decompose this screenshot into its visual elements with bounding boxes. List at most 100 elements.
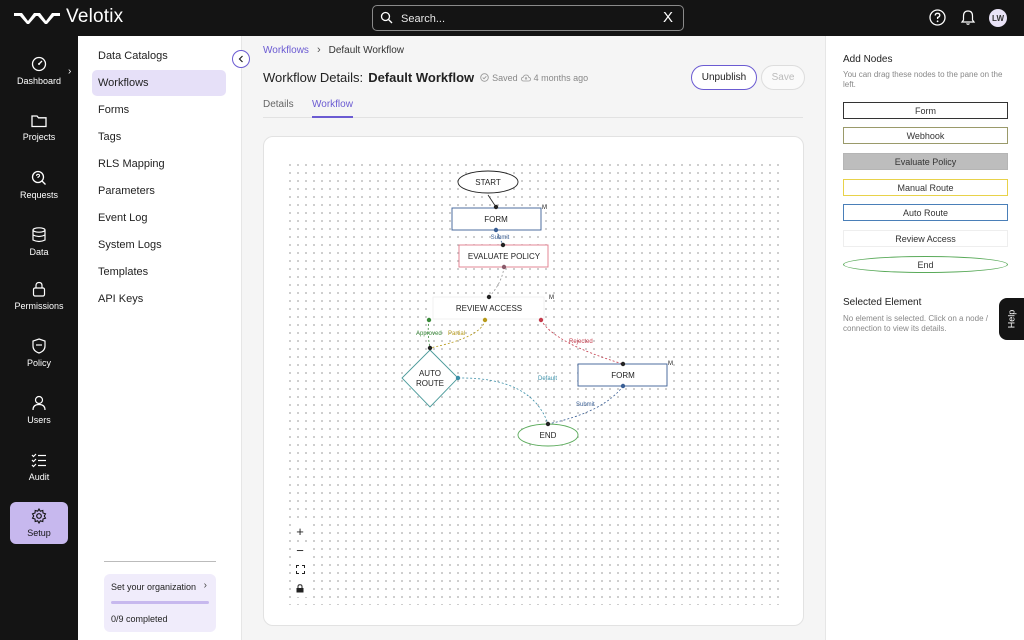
save-button[interactable]: Save <box>761 65 805 90</box>
lock-icon <box>296 584 304 593</box>
add-nodes-hint: You can drag these nodes to the pane on … <box>843 70 1003 89</box>
palette-node-auto-route[interactable]: Auto Route <box>843 204 1008 221</box>
logo[interactable]: Velotix <box>14 6 123 28</box>
lock-view-button[interactable] <box>291 580 309 597</box>
node-auto-route[interactable]: AUTO ROUTE <box>401 349 459 408</box>
search-box[interactable]: X <box>372 5 684 31</box>
subnav-item-tags[interactable]: Tags <box>98 131 122 143</box>
palette-node-manual-route[interactable]: Manual Route <box>843 179 1008 196</box>
rail-label: Requests <box>19 190 59 200</box>
handle[interactable] <box>501 264 507 270</box>
gauge-icon <box>31 56 47 72</box>
breadcrumb-workflows-link[interactable]: Workflows <box>263 44 309 56</box>
rail-item-projects[interactable]: Projects <box>10 107 68 149</box>
node-form-1[interactable]: FORM M <box>451 205 547 231</box>
rail-item-audit[interactable]: Audit <box>10 446 68 488</box>
edge-label-default: Default <box>538 376 557 382</box>
edge-label-approved: Approved <box>416 331 442 337</box>
fit-view-button[interactable] <box>291 561 309 578</box>
chevron-right-icon[interactable]: › <box>68 66 72 77</box>
subnav-item-data-catalogs[interactable]: Data Catalogs <box>98 50 168 62</box>
edge-form-end[interactable] <box>547 385 624 425</box>
rail-item-policy[interactable]: Policy <box>10 332 68 374</box>
palette-node-evaluate-policy[interactable]: Evaluate Policy <box>843 153 1008 170</box>
set-organization-card[interactable]: Set your organization › 0/9 completed <box>104 574 216 632</box>
handle[interactable] <box>620 383 626 389</box>
palette-node-webhook[interactable]: Webhook <box>843 127 1008 144</box>
workflow-canvas[interactable]: START FORM M EVALUATE POLICY REVIEW ACCE… <box>263 136 804 626</box>
subnav-item-templates[interactable]: Templates <box>98 266 149 278</box>
node-review-access[interactable]: REVIEW ACCESS M <box>432 295 554 320</box>
subnav-item-api-keys[interactable]: API Keys <box>98 293 144 305</box>
handle[interactable] <box>455 375 461 381</box>
rail-label: Data <box>29 247 49 257</box>
handle[interactable] <box>493 227 499 233</box>
subnav-item-event-log[interactable]: Event Log <box>98 212 148 224</box>
handle[interactable] <box>427 345 433 351</box>
divider <box>104 561 216 562</box>
breadcrumb: Workflows › Default Workflow <box>263 44 404 56</box>
database-icon <box>32 227 46 243</box>
unpublish-button[interactable]: Unpublish <box>691 65 757 90</box>
edge-label-rejected: Rejected <box>569 339 593 345</box>
chevron-left-icon <box>238 55 243 63</box>
node-marker: M <box>668 361 673 367</box>
handle[interactable] <box>493 204 499 210</box>
rail-item-users[interactable]: Users <box>10 389 68 431</box>
user-avatar[interactable]: LW <box>989 9 1007 27</box>
subnav-item-forms[interactable]: Forms <box>98 104 130 116</box>
shield-icon <box>32 338 46 354</box>
tab-details[interactable]: Details <box>263 99 294 110</box>
node-evaluate-policy[interactable]: EVALUATE POLICY <box>458 244 549 268</box>
tab-workflow[interactable]: Workflow <box>312 99 353 118</box>
node-end[interactable]: END <box>517 423 579 447</box>
edge-form-evaluate[interactable] <box>495 229 504 246</box>
workflow-diagram[interactable]: START FORM M EVALUATE POLICY REVIEW ACCE… <box>264 137 804 626</box>
palette-node-end[interactable]: End <box>843 256 1008 273</box>
saved-time: 4 months ago <box>533 72 589 83</box>
zoom-out-button[interactable]: − <box>291 542 309 559</box>
handle[interactable] <box>482 317 488 323</box>
node-start[interactable]: START <box>457 170 519 194</box>
rail-item-permissions[interactable]: Permissions <box>10 275 68 317</box>
rail-item-setup[interactable]: Setup <box>10 502 68 544</box>
rail-item-data[interactable]: Data <box>10 221 68 263</box>
saved-label: Saved <box>492 72 518 83</box>
subnav-item-rls-mapping[interactable]: RLS Mapping <box>98 158 165 170</box>
bell-icon[interactable] <box>960 9 976 26</box>
subnav-item-workflows[interactable]: Workflows <box>92 70 226 96</box>
edge-evaluate-review[interactable] <box>488 266 505 298</box>
search-input[interactable] <box>401 10 651 27</box>
edge-label-partial: Partial <box>448 331 465 337</box>
help-circle-icon[interactable] <box>929 9 946 26</box>
handle[interactable] <box>426 317 432 323</box>
node-label: ROUTE <box>416 379 444 388</box>
palette-node-form[interactable]: Form <box>843 102 1008 119</box>
rail-item-requests[interactable]: Requests <box>10 164 68 206</box>
breadcrumb-current: Default Workflow <box>328 44 405 56</box>
edge-review-rejected[interactable] <box>540 319 624 365</box>
handle[interactable] <box>500 242 506 248</box>
zoom-in-button[interactable]: + <box>291 523 309 540</box>
edge-auto-default[interactable] <box>457 377 549 425</box>
node-label: FORM <box>484 215 508 224</box>
node-form-2[interactable]: FORM M <box>577 361 673 387</box>
add-nodes-title: Add Nodes <box>843 54 893 65</box>
cloud-upload-icon <box>520 74 531 81</box>
subnav-item-system-logs[interactable]: System Logs <box>98 239 162 251</box>
handle[interactable] <box>486 294 492 300</box>
rail-item-dashboard[interactable]: Dashboard <box>10 50 68 92</box>
search-clear-button[interactable]: X <box>662 9 673 26</box>
palette-node-review-access[interactable]: Review Access <box>843 230 1008 247</box>
subnav-item-parameters[interactable]: Parameters <box>98 185 155 197</box>
collapse-sidebar-button[interactable] <box>232 50 250 68</box>
rail-label: Users <box>27 415 51 425</box>
question-chat-icon <box>31 170 46 185</box>
edge-review-approved[interactable] <box>427 319 431 349</box>
edge-start-form[interactable] <box>487 194 497 208</box>
handle[interactable] <box>538 317 544 323</box>
handle[interactable] <box>620 361 626 367</box>
handle[interactable] <box>545 421 551 427</box>
title-prefix: Workflow Details: <box>263 70 364 85</box>
help-tab[interactable]: Help <box>999 298 1024 340</box>
